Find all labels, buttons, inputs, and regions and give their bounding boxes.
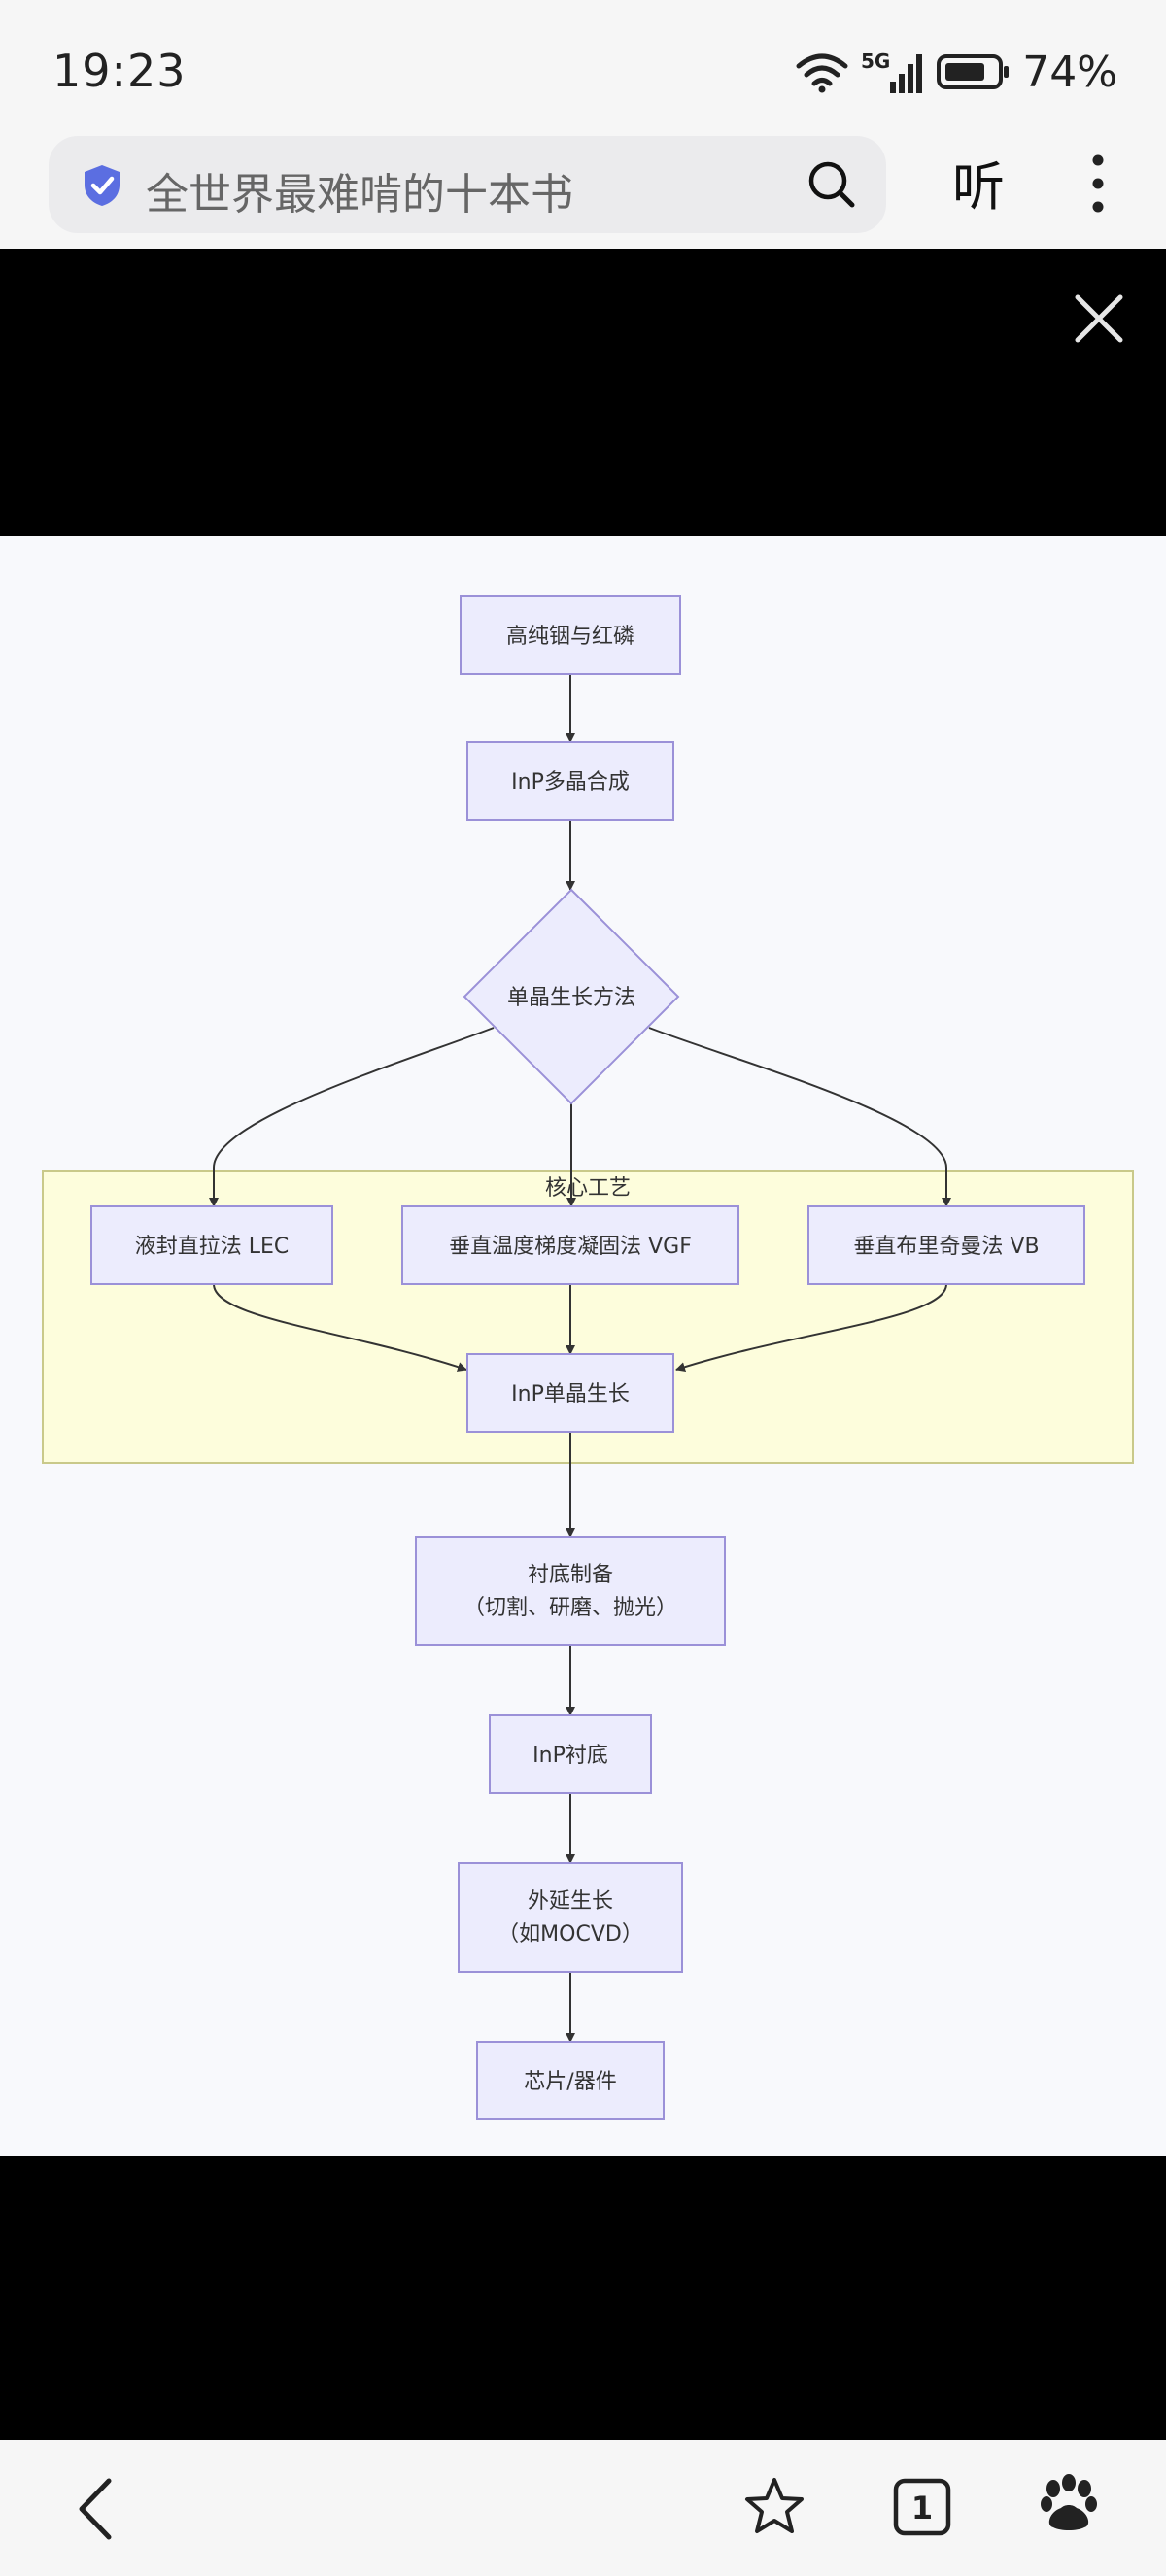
search-bar[interactable]: 全世界最难啃的十本书 <box>49 136 886 233</box>
node-poly-synthesis <box>466 741 674 821</box>
node-raw-materials <box>460 595 681 675</box>
back-icon[interactable] <box>74 2477 117 2541</box>
node-single-crystal <box>466 1353 674 1433</box>
battery-icon <box>937 54 1010 89</box>
battery-percent: 74% <box>1022 47 1117 97</box>
node-vgf <box>401 1205 739 1285</box>
baidu-paw-icon[interactable] <box>1040 2473 1098 2537</box>
viewer-top-overlay <box>0 249 1166 536</box>
cluster-label: 核心工艺 <box>545 1176 631 1201</box>
label-lec: 液封直拉法 LEC <box>135 1235 290 1259</box>
search-query: 全世界最难啃的十本书 <box>146 170 573 220</box>
node-lec <box>90 1205 333 1285</box>
label-epi-2: （如MOCVD） <box>497 1922 643 1947</box>
label-vb: 垂直布里奇曼法 VB <box>853 1235 1039 1259</box>
label-vgf: 垂直温度梯度凝固法 VGF <box>449 1235 692 1259</box>
edge-vb-single <box>675 1283 947 1372</box>
node-growth-method <box>463 888 680 1105</box>
tab-count: 1 <box>911 2490 933 2526</box>
edge-lec-single <box>213 1283 467 1372</box>
flowchart-image: 核心工艺 <box>0 536 1166 2156</box>
node-chip <box>476 2041 665 2120</box>
edge-method-vb <box>648 1027 951 1207</box>
label-subprep-2: （切割、研磨、抛光） <box>463 1596 677 1620</box>
tabs-icon[interactable]: 1 <box>892 2477 952 2537</box>
network-label: 5G <box>861 50 890 73</box>
flowchart: 核心工艺 <box>42 595 1134 2120</box>
bottom-nav-bar: 1 <box>0 2440 1166 2576</box>
status-time: 19:23 <box>52 45 187 97</box>
label-chip: 芯片/器件 <box>524 2070 616 2094</box>
listen-button[interactable]: 听 <box>952 156 1005 218</box>
label-raw: 高纯铟与红磷 <box>506 625 634 649</box>
label-substrate: InP衬底 <box>532 1744 608 1768</box>
node-vb <box>807 1205 1085 1285</box>
label-poly: InP多晶合成 <box>511 770 630 795</box>
edge-method-lec <box>209 1027 495 1207</box>
cellular-5g-icon: 5G <box>861 50 923 93</box>
node-substrate <box>489 1714 652 1794</box>
label-epi-1: 外延生长 <box>528 1889 613 1914</box>
more-options-icon[interactable] <box>1080 152 1115 216</box>
status-bar: 19:23 5G 74% <box>0 0 1166 126</box>
label-method: 单晶生长方法 <box>507 986 635 1010</box>
wifi-icon <box>796 53 848 93</box>
browser-toolbar: 全世界最难啃的十本书 听 <box>0 126 1166 249</box>
close-icon[interactable] <box>1074 293 1124 344</box>
node-substrate-prep <box>415 1536 726 1646</box>
shield-check-icon <box>85 165 120 206</box>
node-epitaxy <box>458 1862 683 1973</box>
label-subprep-1: 衬底制备 <box>528 1563 613 1587</box>
star-icon[interactable] <box>742 2475 806 2539</box>
viewer-bottom-overlay <box>0 2156 1166 2440</box>
status-icons: 5G 74% <box>795 47 1117 97</box>
search-icon[interactable] <box>806 159 857 210</box>
label-single: InP单晶生长 <box>511 1382 630 1407</box>
